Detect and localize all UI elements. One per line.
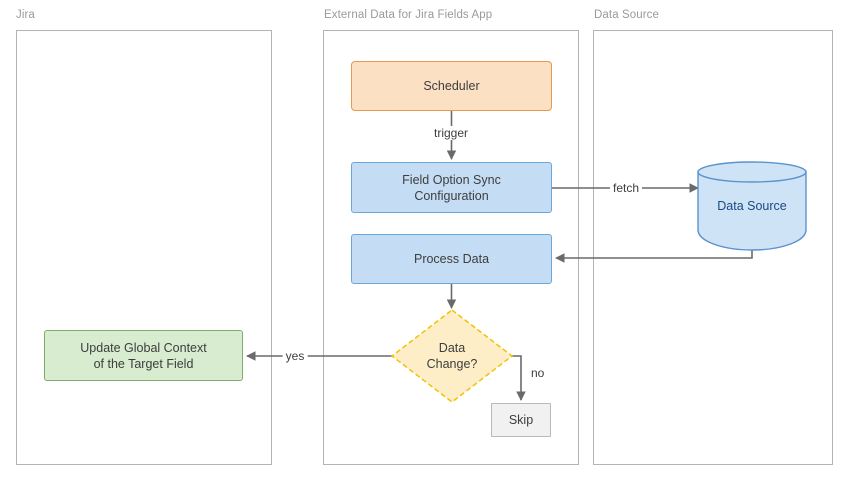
node-scheduler[interactable]: Scheduler (351, 61, 552, 111)
node-update-global-context[interactable]: Update Global Context of the Target Fiel… (44, 330, 243, 381)
node-process-data[interactable]: Process Data (351, 234, 552, 284)
lane-label-jira: Jira (16, 9, 35, 21)
node-sync-config-label-line2: Configuration (414, 188, 489, 203)
node-decision-label-wrap: Data Change? (392, 310, 512, 402)
node-scheduler-label: Scheduler (423, 79, 480, 93)
node-field-option-sync-configuration[interactable]: Field Option Sync Configuration (351, 162, 552, 213)
edge-label-trigger: trigger (430, 126, 472, 140)
edge-label-yes: yes (282, 349, 308, 363)
node-update-context-label-wrap: Update Global Context of the Target Fiel… (80, 340, 206, 372)
edge-label-no: no (528, 366, 548, 380)
node-skip[interactable]: Skip (491, 403, 551, 437)
lane-label-external-data-app: External Data for Jira Fields App (324, 9, 493, 21)
lane-container-external-data-app (323, 30, 579, 465)
lane-label-data-source: Data Source (594, 9, 660, 21)
lane-container-data-source (593, 30, 833, 465)
node-decision-label-line1: Data (438, 341, 466, 355)
decision-diamond-shape[interactable] (390, 309, 514, 403)
node-data-source-label: Data Source (717, 199, 787, 213)
edge-label-fetch: fetch (609, 181, 643, 195)
node-data-change-decision[interactable]: Data Change? (392, 310, 512, 402)
node-update-context-label-line1: Update Global Context (80, 340, 207, 355)
node-sync-config-label-line1: Field Option Sync (402, 172, 501, 187)
node-sync-config-label-wrap: Field Option Sync Configuration (402, 172, 501, 204)
data-source-cylinder-shape[interactable] (697, 161, 807, 251)
node-skip-label: Skip (508, 413, 534, 427)
edge-decision-to-skip (512, 355, 526, 401)
node-process-data-label: Process Data (413, 252, 490, 266)
node-update-context-label-line2: of the Target Field (93, 356, 194, 371)
node-decision-label-line2: Change? (426, 357, 478, 371)
lane-container-jira (16, 30, 272, 465)
